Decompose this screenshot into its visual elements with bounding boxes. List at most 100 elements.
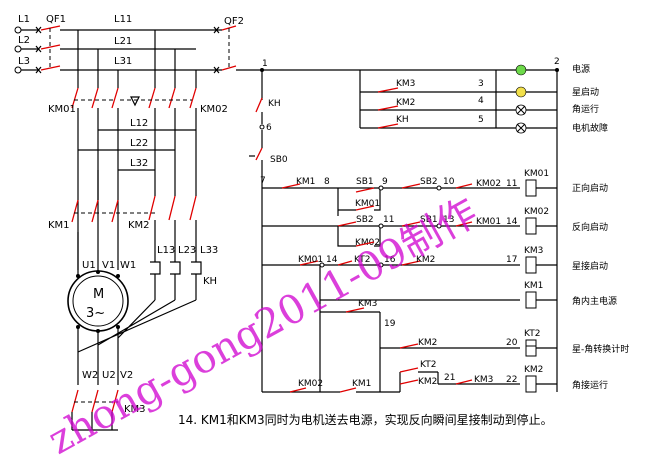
node-7: 7 — [260, 176, 266, 186]
terminal-l1 — [14, 26, 22, 34]
label-km2: KM2 — [128, 220, 150, 231]
node-3: 3 — [478, 79, 484, 89]
node-8: 8 — [324, 177, 330, 187]
label-w2: W2 — [82, 370, 98, 381]
func-star-connect-start: 星接启动 — [572, 260, 608, 272]
label-kh: KH — [203, 276, 217, 287]
coil-label-km2: KM2 — [524, 365, 543, 375]
func-forward-start: 正向启动 — [572, 182, 608, 194]
label-kh-ctrl: KH — [268, 99, 281, 109]
func-power: 电源 — [572, 63, 590, 75]
func-delta-main-power: 角内主电源 — [572, 295, 617, 307]
node-6: 6 — [266, 123, 272, 133]
label-sb1-b: SB1 — [420, 215, 438, 225]
coil-label-km3: KM3 — [524, 246, 543, 256]
coil-km3 — [525, 256, 537, 274]
terminal-l2 — [14, 45, 22, 53]
label-l33: L33 — [200, 245, 218, 256]
label-kt2-b: KT2 — [420, 360, 436, 370]
func-motor-fault: 电机故障 — [572, 122, 608, 134]
km2-contacts — [148, 195, 197, 221]
main-wiring: KM01 KM02 L12 L22 L32 KM1 KM2 L13 L23 L3… — [48, 30, 228, 320]
node-15-slot: 14 — [326, 255, 338, 265]
label-km02-a: KM02 — [476, 179, 501, 189]
label-km2-d: KM2 — [418, 338, 437, 348]
label-w1: W1 — [120, 260, 136, 271]
label-km02-c: KM02 — [298, 379, 323, 389]
label-km3-c: KM3 — [474, 375, 493, 385]
node-14: 14 — [506, 217, 518, 227]
label-km1-a: KM1 — [296, 177, 315, 187]
label-l13: L13 — [157, 245, 175, 256]
km1-contacts — [71, 199, 119, 223]
km02-contacts — [148, 87, 197, 109]
node-10: 10 — [443, 177, 455, 187]
label-l32: L32 — [130, 158, 148, 169]
label-l23: L23 — [178, 245, 196, 256]
motor-phase: 3~ — [86, 306, 105, 321]
label-l1: L1 — [18, 14, 30, 25]
lamp-star-start — [515, 86, 527, 98]
node-22: 22 — [506, 375, 517, 385]
label-l22: L22 — [130, 138, 148, 149]
coil-km01 — [525, 179, 537, 197]
label-v2: V2 — [120, 370, 133, 381]
lamp-power — [515, 64, 527, 76]
node-4: 4 — [478, 96, 484, 106]
func-delta-run: 角运行 — [572, 103, 599, 115]
terminal-l3 — [14, 66, 22, 74]
coil-km02 — [525, 217, 537, 235]
km3-contacts — [71, 389, 119, 413]
node-17: 17 — [506, 255, 517, 265]
motor-inner — [72, 275, 124, 327]
func-star-delta-timer: 星-角转换计时 — [572, 343, 629, 355]
node-21: 21 — [444, 373, 455, 383]
label-qf2: QF2 — [224, 16, 244, 27]
node-9: 9 — [382, 177, 388, 187]
label-km01-b: KM01 — [476, 217, 501, 227]
km01-contacts — [71, 87, 119, 109]
label-sb2-b: SB2 — [356, 215, 374, 225]
power-input: L1 L2 L3 QF1 L11 L21 L31 QF2 — [14, 14, 262, 74]
node-5: 5 — [478, 115, 484, 125]
coil-km2 — [525, 375, 537, 393]
func-delta-run-2: 角接运行 — [572, 379, 608, 391]
label-l21: L21 — [114, 36, 132, 47]
label-km2-c: KM2 — [416, 255, 435, 265]
label-km2-lamp: KM2 — [396, 98, 415, 108]
motor: U1 V1 W1 M 3~ W2 U2 V2 KM3 — [67, 232, 197, 431]
label-km01: KM01 — [48, 104, 76, 115]
label-km1: KM1 — [48, 220, 70, 231]
label-sb2-a: SB2 — [420, 177, 438, 187]
label-km3: KM3 — [124, 404, 146, 415]
label-v1: V1 — [102, 260, 115, 271]
label-km3-b: KM3 — [358, 299, 377, 309]
node-12: 11 — [383, 215, 394, 225]
node-16: 16 — [384, 255, 396, 265]
label-km01-c: KM01 — [298, 255, 323, 265]
coil-km1 — [525, 291, 537, 309]
label-l2: L2 — [18, 35, 30, 46]
label-l12: L12 — [130, 118, 148, 129]
coil-label-km02: KM02 — [524, 207, 549, 217]
node-13: 13 — [443, 215, 454, 225]
coil-label-km01: KM01 — [524, 169, 549, 179]
coil-kt2 — [525, 339, 537, 357]
label-sb1-a: SB1 — [356, 177, 374, 187]
control-circuit: 1 2 电源 KH 6 SB0 7 KM3 KM2 KH 3 4 5 — [249, 57, 629, 393]
func-star-start: 星启动 — [572, 86, 599, 98]
label-l11: L11 — [114, 14, 132, 25]
node-2: 2 — [554, 57, 560, 67]
label-km1-d: KM1 — [352, 379, 371, 389]
label-l31: L31 — [114, 56, 132, 67]
label-kh-lamp: KH — [396, 115, 409, 125]
func-reverse-start: 反向启动 — [572, 221, 608, 233]
label-km02: KM02 — [200, 104, 228, 115]
coil-label-kt2: KT2 — [524, 329, 540, 339]
label-sb0: SB0 — [270, 155, 288, 165]
coil-label-km1: KM1 — [524, 281, 543, 291]
node-1: 1 — [262, 59, 268, 69]
label-km2-e: KM2 — [418, 377, 437, 387]
motor-symbol: M — [93, 287, 104, 302]
